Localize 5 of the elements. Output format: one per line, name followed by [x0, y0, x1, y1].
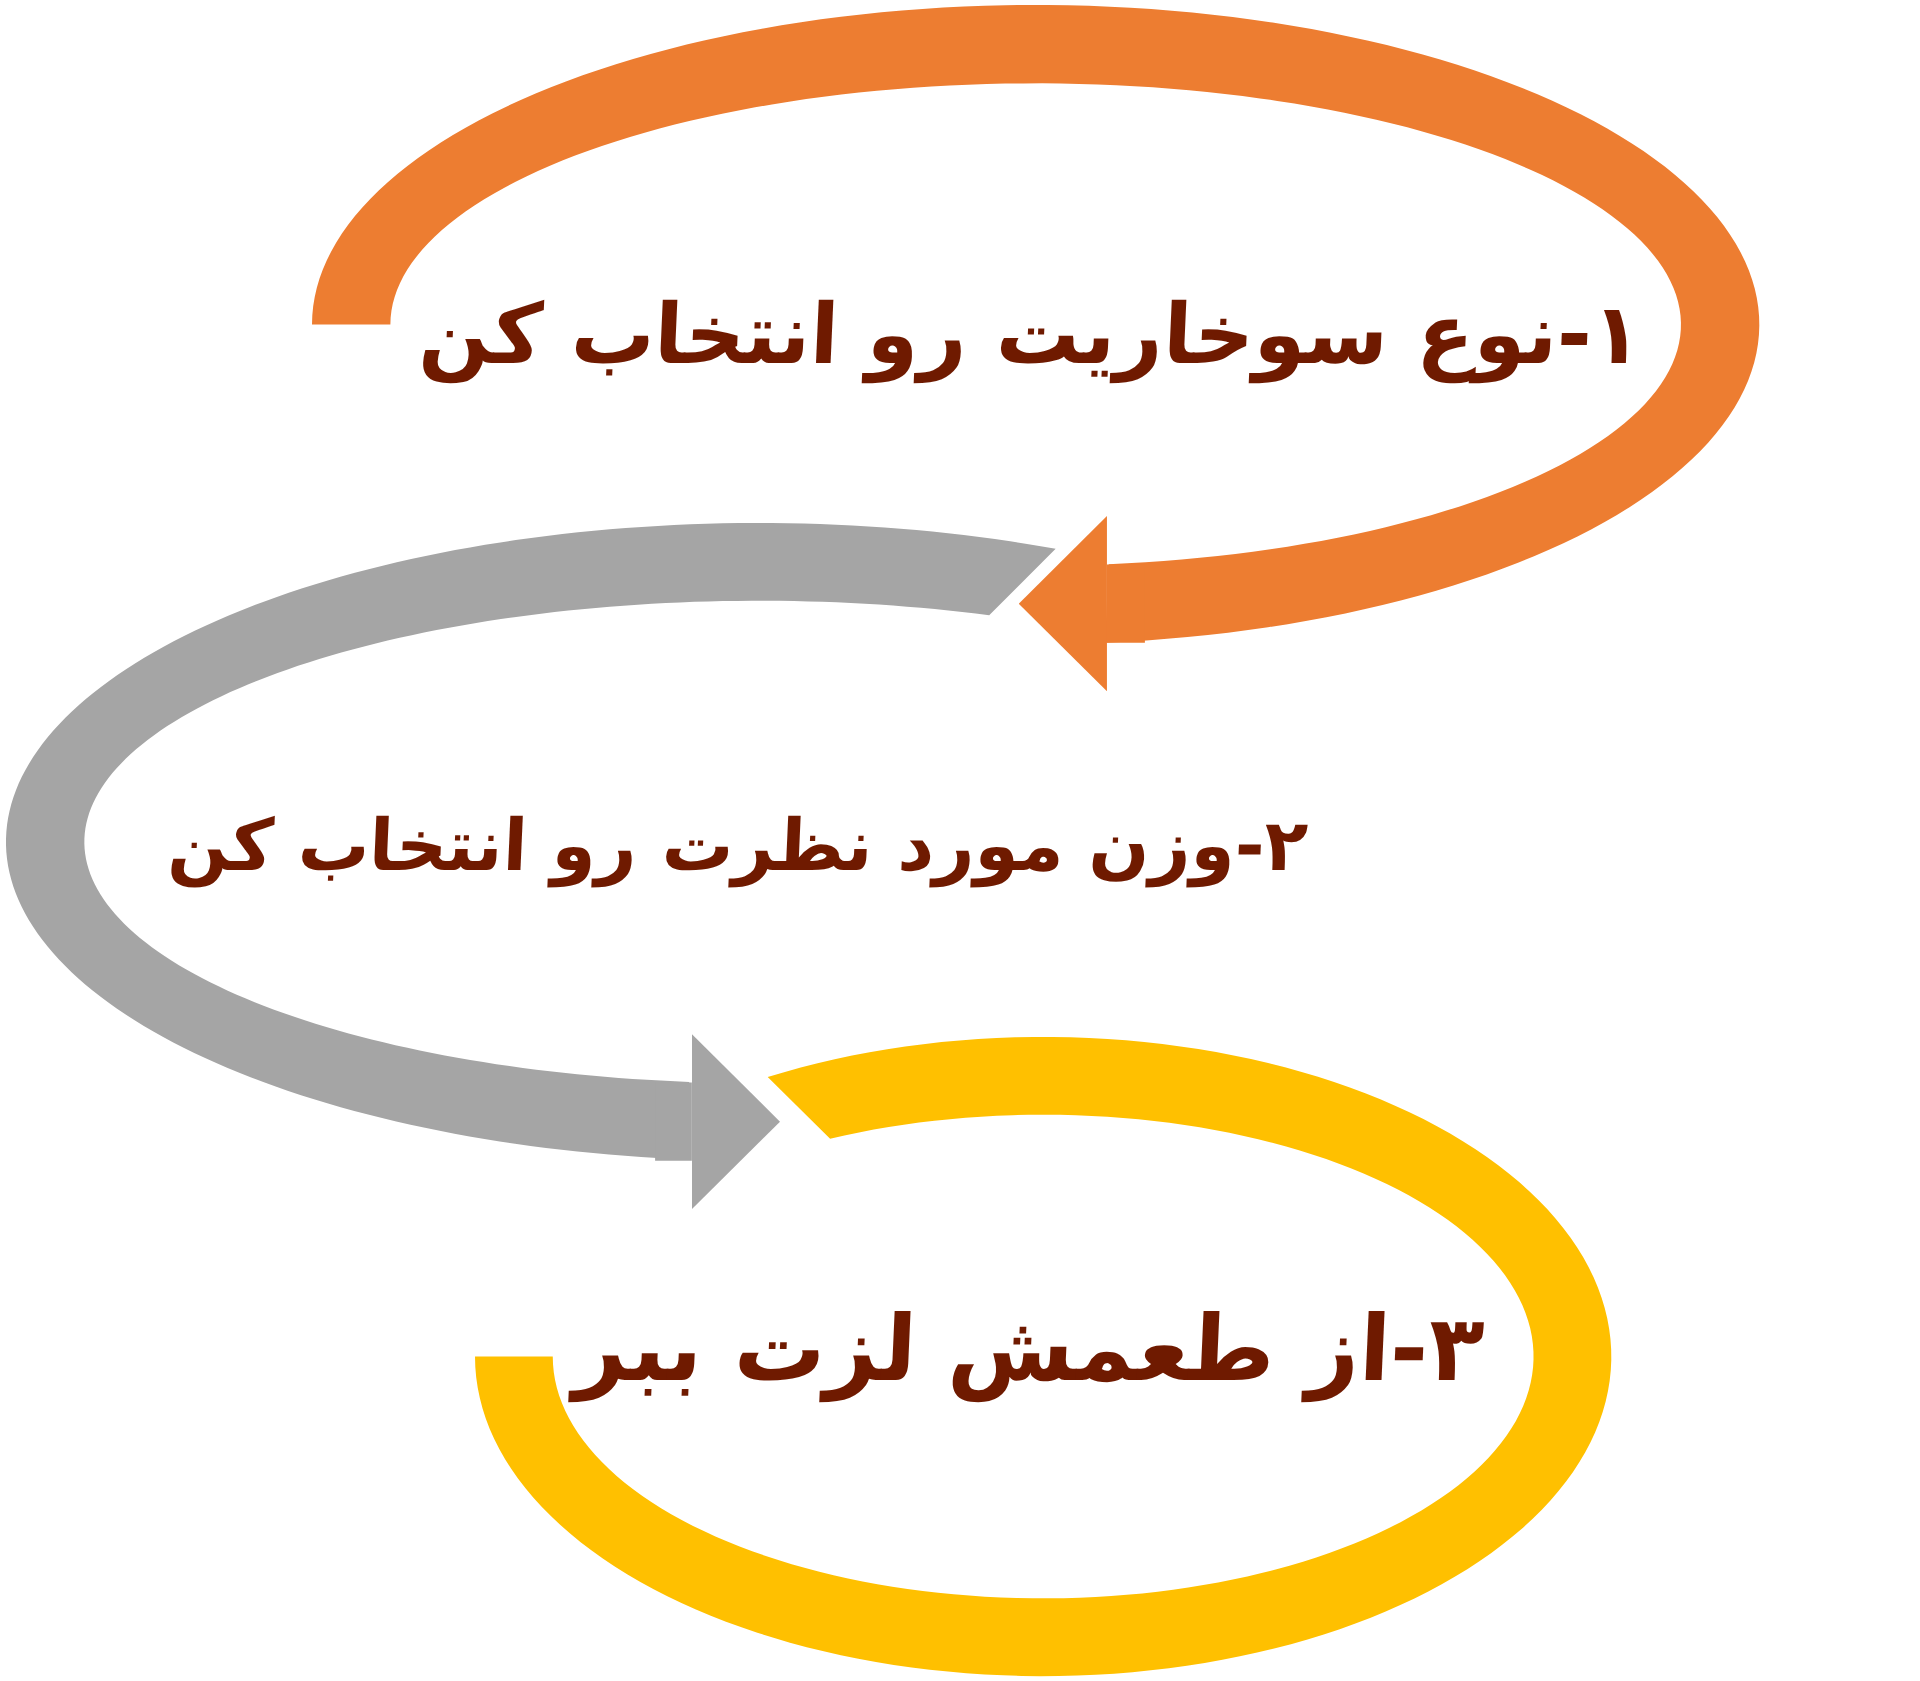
arrow — [1018, 516, 1145, 692]
step-label: ۱-نوع سوخاریت رو انتخاب کن — [415, 284, 1645, 427]
step-label: ۳-از طعمش لزت ببر — [570, 1294, 1487, 1449]
arrow — [655, 1034, 780, 1210]
step-label: ۲-وزن مورد نظرت رو انتخاب کن — [163, 801, 1309, 923]
